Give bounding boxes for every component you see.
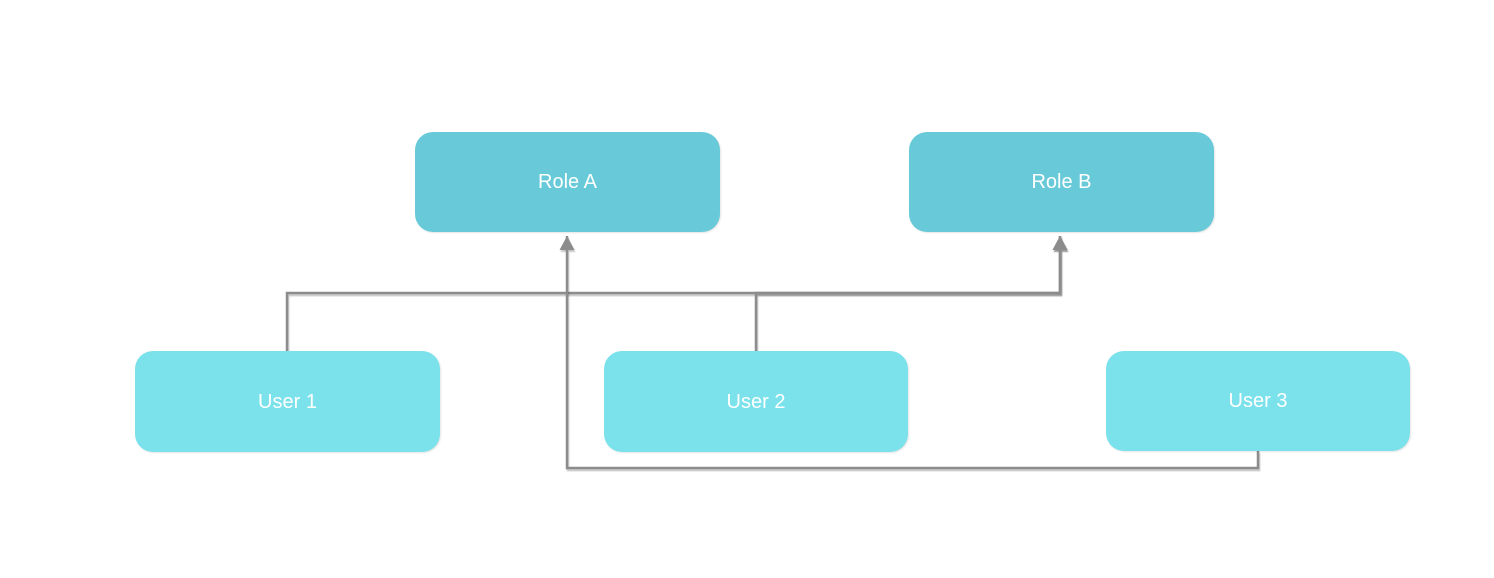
node-user-3[interactable]: User 3 (1106, 351, 1410, 451)
node-user-1[interactable]: User 1 (135, 351, 440, 452)
node-label: User 2 (726, 390, 786, 413)
node-label: Role B (1031, 171, 1092, 193)
node-user-2[interactable]: User 2 (604, 351, 908, 452)
edge-user-2-to-role-b[interactable] (754, 236, 1068, 351)
node-label: Role A (538, 171, 597, 193)
node-role-b[interactable]: Role B (909, 132, 1214, 232)
edge-user-3-to-role-a[interactable] (559, 236, 1260, 470)
node-label: User 1 (258, 390, 317, 413)
node-role-a[interactable]: Role A (415, 132, 720, 232)
node-label: User 3 (1228, 390, 1288, 412)
